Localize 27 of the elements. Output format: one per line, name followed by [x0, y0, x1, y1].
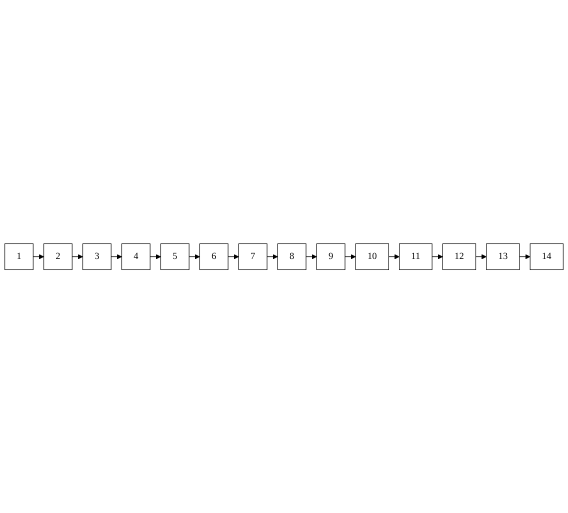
arrow: [432, 254, 443, 260]
node-box: 13: [486, 243, 520, 270]
node-box: 7: [238, 243, 268, 270]
arrow: [344, 254, 356, 260]
node-box: 10: [355, 243, 389, 270]
arrow: [266, 254, 278, 260]
node-box: 11: [399, 243, 432, 270]
arrow: [475, 254, 487, 260]
arrow: [519, 254, 530, 260]
node-box: 3: [82, 243, 112, 270]
node-box: 4: [121, 243, 150, 270]
arrow: [228, 254, 239, 260]
node-box: 14: [530, 243, 564, 270]
node-box: 8: [277, 243, 306, 270]
node-box: 12: [442, 243, 476, 270]
node-box: 5: [160, 243, 190, 270]
arrow: [32, 254, 44, 260]
arrow: [110, 254, 122, 260]
arrow: [72, 254, 83, 260]
arrow: [306, 254, 317, 260]
node-box: 2: [44, 243, 72, 270]
arrow: [388, 254, 400, 260]
node-box: 6: [199, 243, 228, 270]
node-box: 9: [316, 243, 346, 270]
arrow: [150, 254, 161, 260]
node-box: 1: [4, 243, 34, 270]
arrow: [188, 254, 200, 260]
